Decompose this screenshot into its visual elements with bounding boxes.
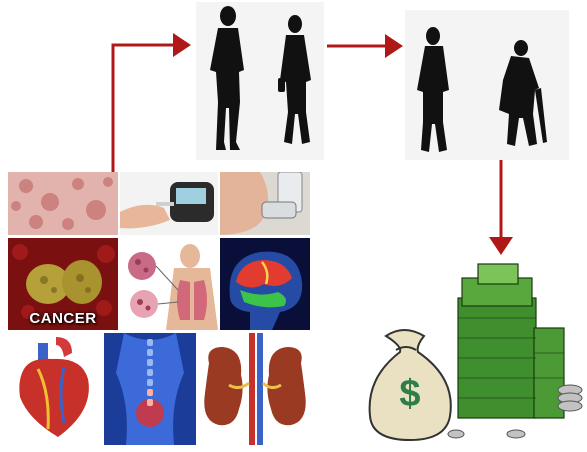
glucose-meter-image	[120, 172, 218, 235]
adults-silhouette	[196, 2, 324, 160]
skin-rash-image	[8, 172, 118, 235]
lung-disease-image	[120, 238, 218, 330]
money-pile: $	[366, 258, 587, 447]
back-pain-image	[104, 333, 196, 445]
asthma-inhaler-image	[220, 172, 310, 235]
heart-anatomy-image	[8, 333, 100, 445]
arrow-conditions-to-adults	[113, 45, 188, 172]
cancer-cells-image: CANCER	[8, 238, 118, 330]
svg-text:$: $	[399, 373, 420, 415]
brain-scan-image	[220, 238, 310, 330]
elderly-silhouette	[405, 10, 569, 160]
kidney-anatomy-image	[199, 333, 311, 445]
cancer-label: CANCER	[8, 310, 118, 327]
